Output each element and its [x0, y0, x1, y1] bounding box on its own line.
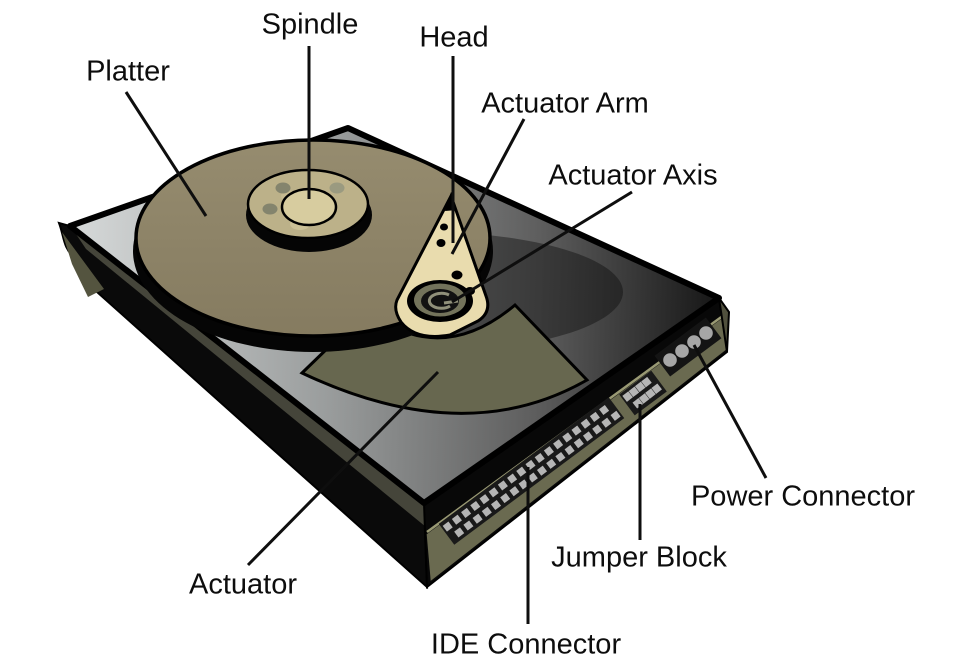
power-pin [699, 326, 713, 340]
label-ide-connector: IDE Connector [430, 628, 622, 661]
label-power-connector: Power Connector [690, 480, 916, 513]
spindle-hub [246, 168, 372, 252]
connector-pins [442, 326, 713, 538]
label-actuator: Actuator [189, 568, 297, 601]
actuator-axis-assembly [407, 280, 473, 322]
power-pin [687, 335, 701, 349]
actuator-axis-pointer-line [451, 190, 633, 304]
power-connector-pointer-line [692, 344, 768, 479]
power-pin [675, 344, 689, 358]
label-jumper-block: Jumper Block [551, 541, 727, 574]
chassis-right-end-cap [718, 297, 731, 353]
platter-pointer-line [124, 91, 208, 217]
ide-connector-recess [438, 397, 625, 545]
label-head: Head [419, 21, 489, 54]
label-actuator-axis: Actuator Axis [548, 159, 718, 192]
actuator-pointer-line [246, 370, 440, 567]
power-pin [663, 353, 677, 367]
label-actuator-arm: Actuator Arm [481, 87, 649, 120]
label-platter: Platter [86, 55, 170, 88]
jumper-block-recess [619, 370, 667, 416]
actuator-arm-pointer-line [450, 118, 526, 255]
label-spindle: Spindle [261, 8, 359, 41]
